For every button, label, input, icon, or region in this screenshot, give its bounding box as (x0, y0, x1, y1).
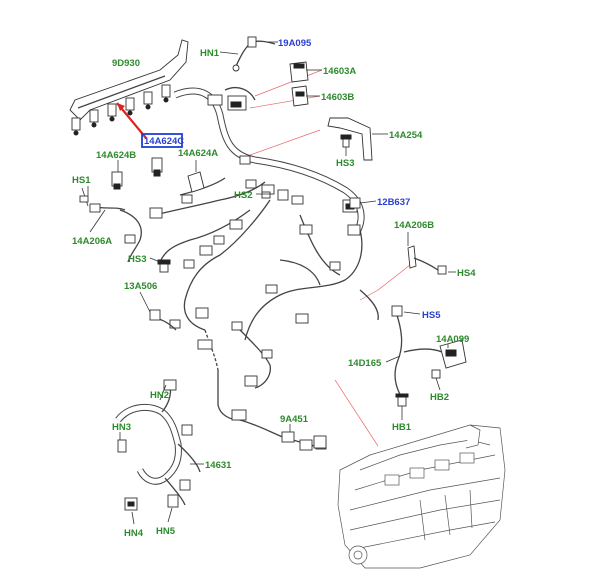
label-14A254: 14A254 (389, 130, 423, 141)
part-19A095 (232, 36, 276, 72)
label-HS5: HS5 (422, 310, 441, 321)
part-9A451 (281, 431, 327, 449)
injector-harness-9D930 (69, 39, 189, 136)
callout-red-leaders (249, 69, 411, 447)
label-14A624C: 14A624C (144, 136, 184, 147)
sensor-group-right (391, 305, 467, 407)
label-HN5: HN5 (156, 526, 176, 537)
part-14A206B (407, 245, 447, 275)
part-14A624B (111, 171, 123, 190)
label-HN3: HN3 (112, 422, 131, 433)
harness-connectors (124, 94, 361, 451)
label-HS1: HS1 (72, 175, 91, 186)
label-13A506: 13A506 (124, 281, 157, 292)
label-9D930: 9D930 (112, 58, 140, 69)
part-14A624A (187, 171, 205, 193)
label-14D165: 14D165 (348, 358, 382, 369)
screw-HS1 (79, 187, 126, 213)
callout-labels: 9D930 HN1 19A095 14603A 14603B 14A254 14… (72, 38, 476, 539)
callout-leaders (87, 41, 456, 525)
label-HB2: HB2 (430, 392, 449, 403)
part-14603B (291, 85, 309, 107)
part-14603A (289, 61, 309, 83)
label-HB1: HB1 (392, 422, 412, 433)
screw-HS2 (261, 191, 271, 199)
label-HN1: HN1 (200, 48, 220, 59)
screw-HS3-top (340, 134, 352, 148)
part-14A254 (327, 117, 373, 161)
label-HS3: HS3 (128, 254, 146, 265)
label-14A624B: 14A624B (96, 150, 136, 161)
label-14631: 14631 (205, 460, 232, 471)
label-HS2: HS2 (234, 190, 252, 201)
label-14A206A: 14A206A (72, 236, 112, 247)
highlight-14A624C (116, 102, 183, 148)
part-12B637 (349, 197, 361, 209)
label-14A206B: 14A206B (394, 220, 434, 231)
label-9A451: 9A451 (280, 414, 309, 425)
screw-HS3 (157, 259, 171, 273)
part-14A624C (151, 157, 163, 177)
label-HS3-top: HS3 (336, 158, 354, 169)
harness-14631 (115, 379, 201, 511)
label-14A624A: 14A624A (178, 148, 218, 159)
label-14603B: 14603B (321, 92, 354, 103)
engine-block (337, 424, 506, 569)
label-14603A: 14603A (323, 66, 356, 77)
label-19A095: 19A095 (278, 38, 312, 49)
label-HN4: HN4 (124, 528, 144, 539)
label-12B637: 12B637 (377, 197, 410, 208)
label-HN2: HN2 (150, 390, 169, 401)
label-14A099: 14A099 (436, 334, 469, 345)
part-13A506 (149, 309, 177, 331)
label-HS4: HS4 (457, 268, 476, 279)
